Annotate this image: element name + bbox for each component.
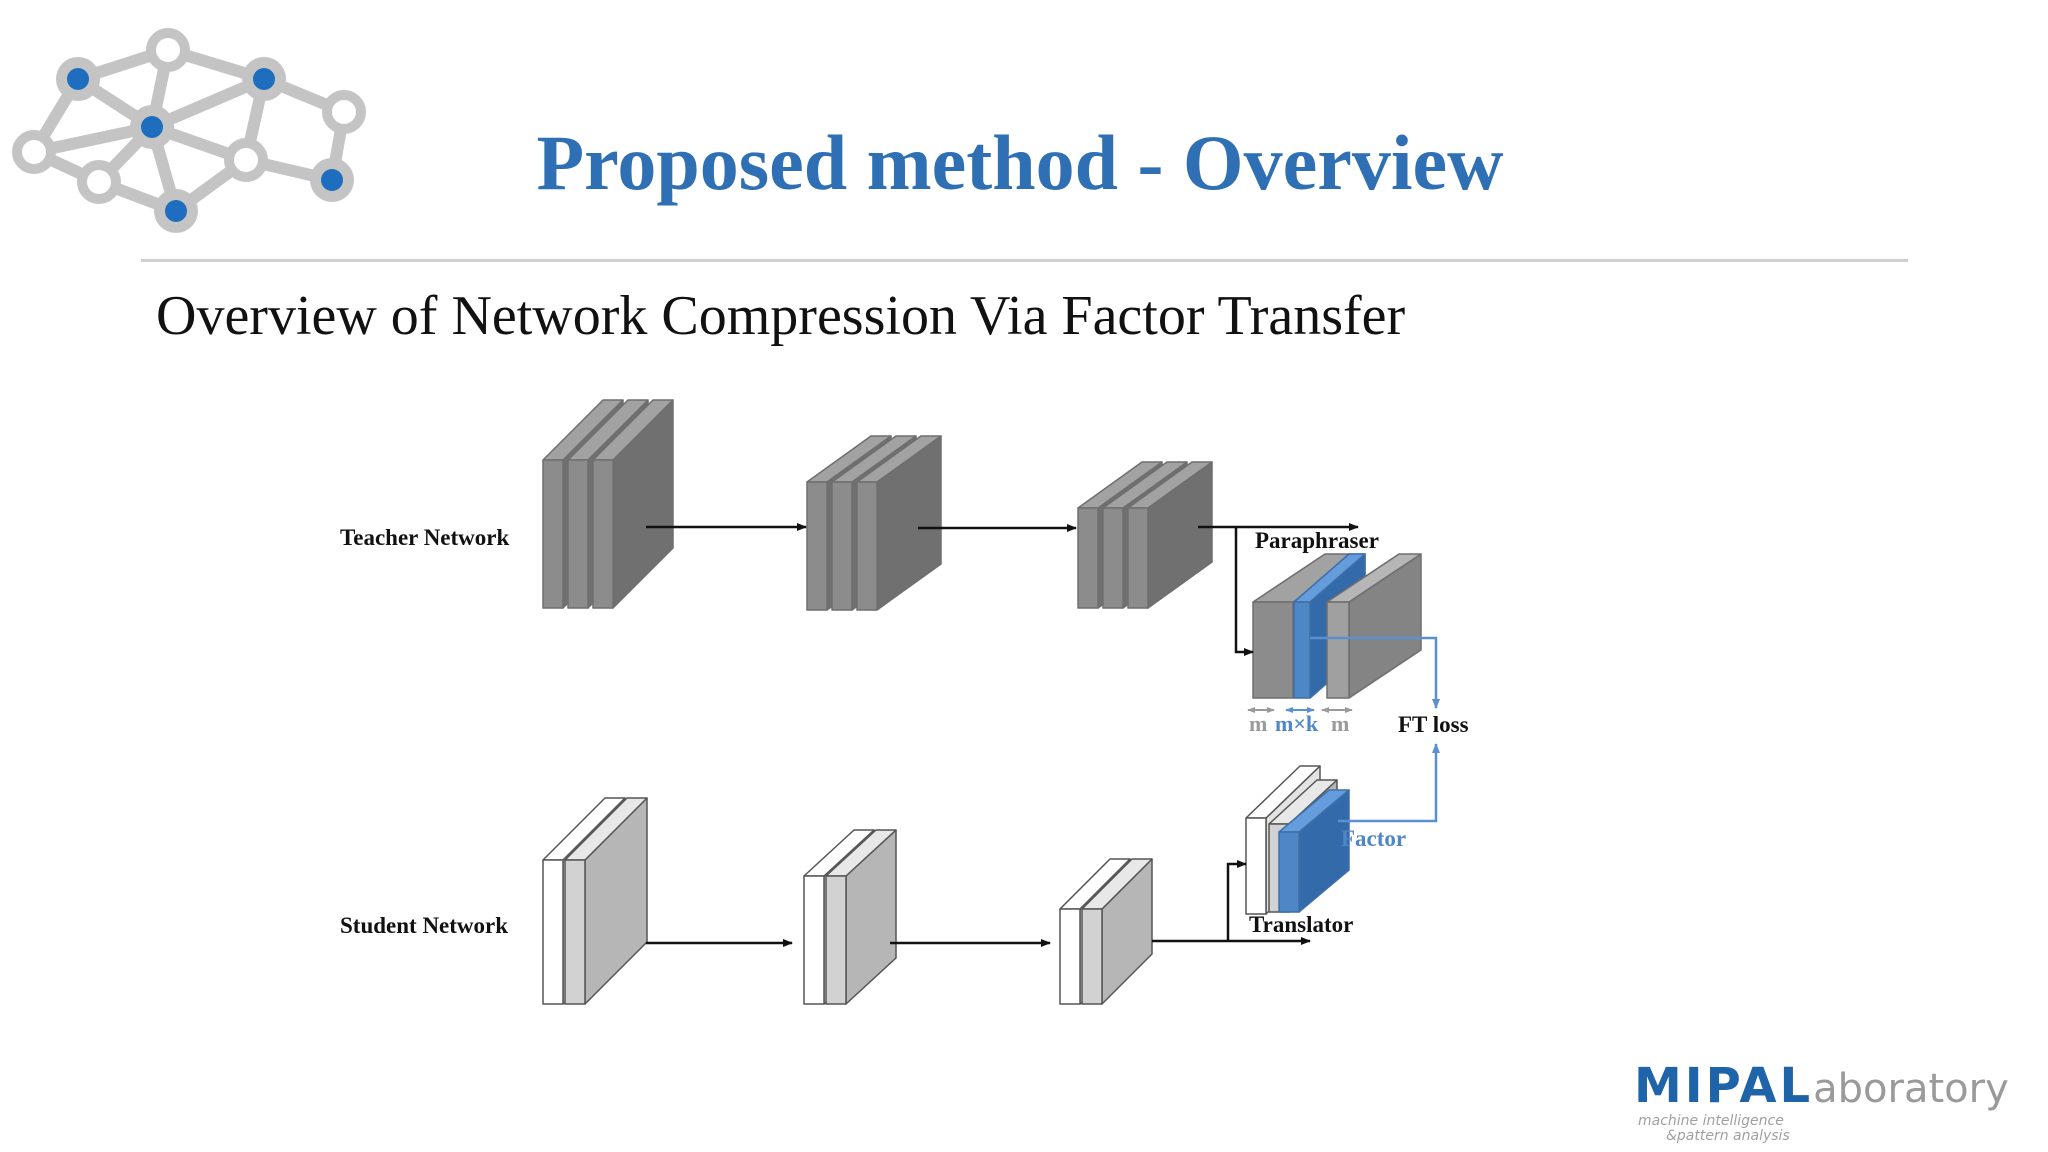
teacher-network-layers	[542, 399, 1213, 611]
factor-modules	[1245, 553, 1422, 915]
translator-factor-layer	[1278, 789, 1350, 913]
student-network-layers	[542, 797, 1153, 1005]
teacher-network-label: Teacher Network	[340, 525, 509, 550]
student-layer-a-2	[564, 797, 648, 1005]
network-logo-icon	[12, 28, 366, 233]
student-layer-c-2	[1081, 858, 1153, 1005]
teacher-layer-c-3	[1127, 461, 1213, 609]
lab-logo-strong: MIPAL	[1634, 1058, 1814, 1114]
ft-loss-connector-student	[1338, 743, 1440, 823]
ft-loss-label: FT loss	[1398, 712, 1469, 737]
lab-tagline-2: &pattern analysis	[1666, 1128, 1790, 1144]
lab-logo-wordmark: MIPALaboratory	[1634, 1062, 2009, 1110]
slide-title: Proposed method - Overview	[536, 119, 1504, 206]
slide-subtitle: Overview of Network Compression Via Fact…	[156, 285, 1406, 347]
dim-label-right: m	[1331, 711, 1349, 736]
paraphraser-input-arrow	[1234, 527, 1254, 656]
factor-label: Factor	[1341, 826, 1406, 851]
paraphraser-label: Paraphraser	[1255, 528, 1379, 553]
translator-label: Translator	[1249, 912, 1353, 937]
teacher-layer-b-3	[856, 435, 942, 611]
dim-label-left: m	[1249, 711, 1267, 736]
mipal-laboratory-logo: MIPALaboratory machine intelligence &pat…	[1634, 1062, 2014, 1152]
dim-label-middle: m×k	[1275, 711, 1319, 736]
student-layer-b-2	[825, 829, 897, 1005]
ft-loss-connector-teacher	[1310, 636, 1440, 709]
lab-logo-light: aboratory	[1813, 1066, 2009, 1112]
teacher-layer-a-3	[592, 399, 674, 609]
lab-tagline-1: machine intelligence	[1638, 1113, 1784, 1129]
student-network-label: Student Network	[340, 913, 508, 938]
translator-input-arrow	[1226, 860, 1247, 941]
paraphraser-layer-3	[1326, 553, 1422, 699]
title-divider	[141, 259, 1908, 262]
